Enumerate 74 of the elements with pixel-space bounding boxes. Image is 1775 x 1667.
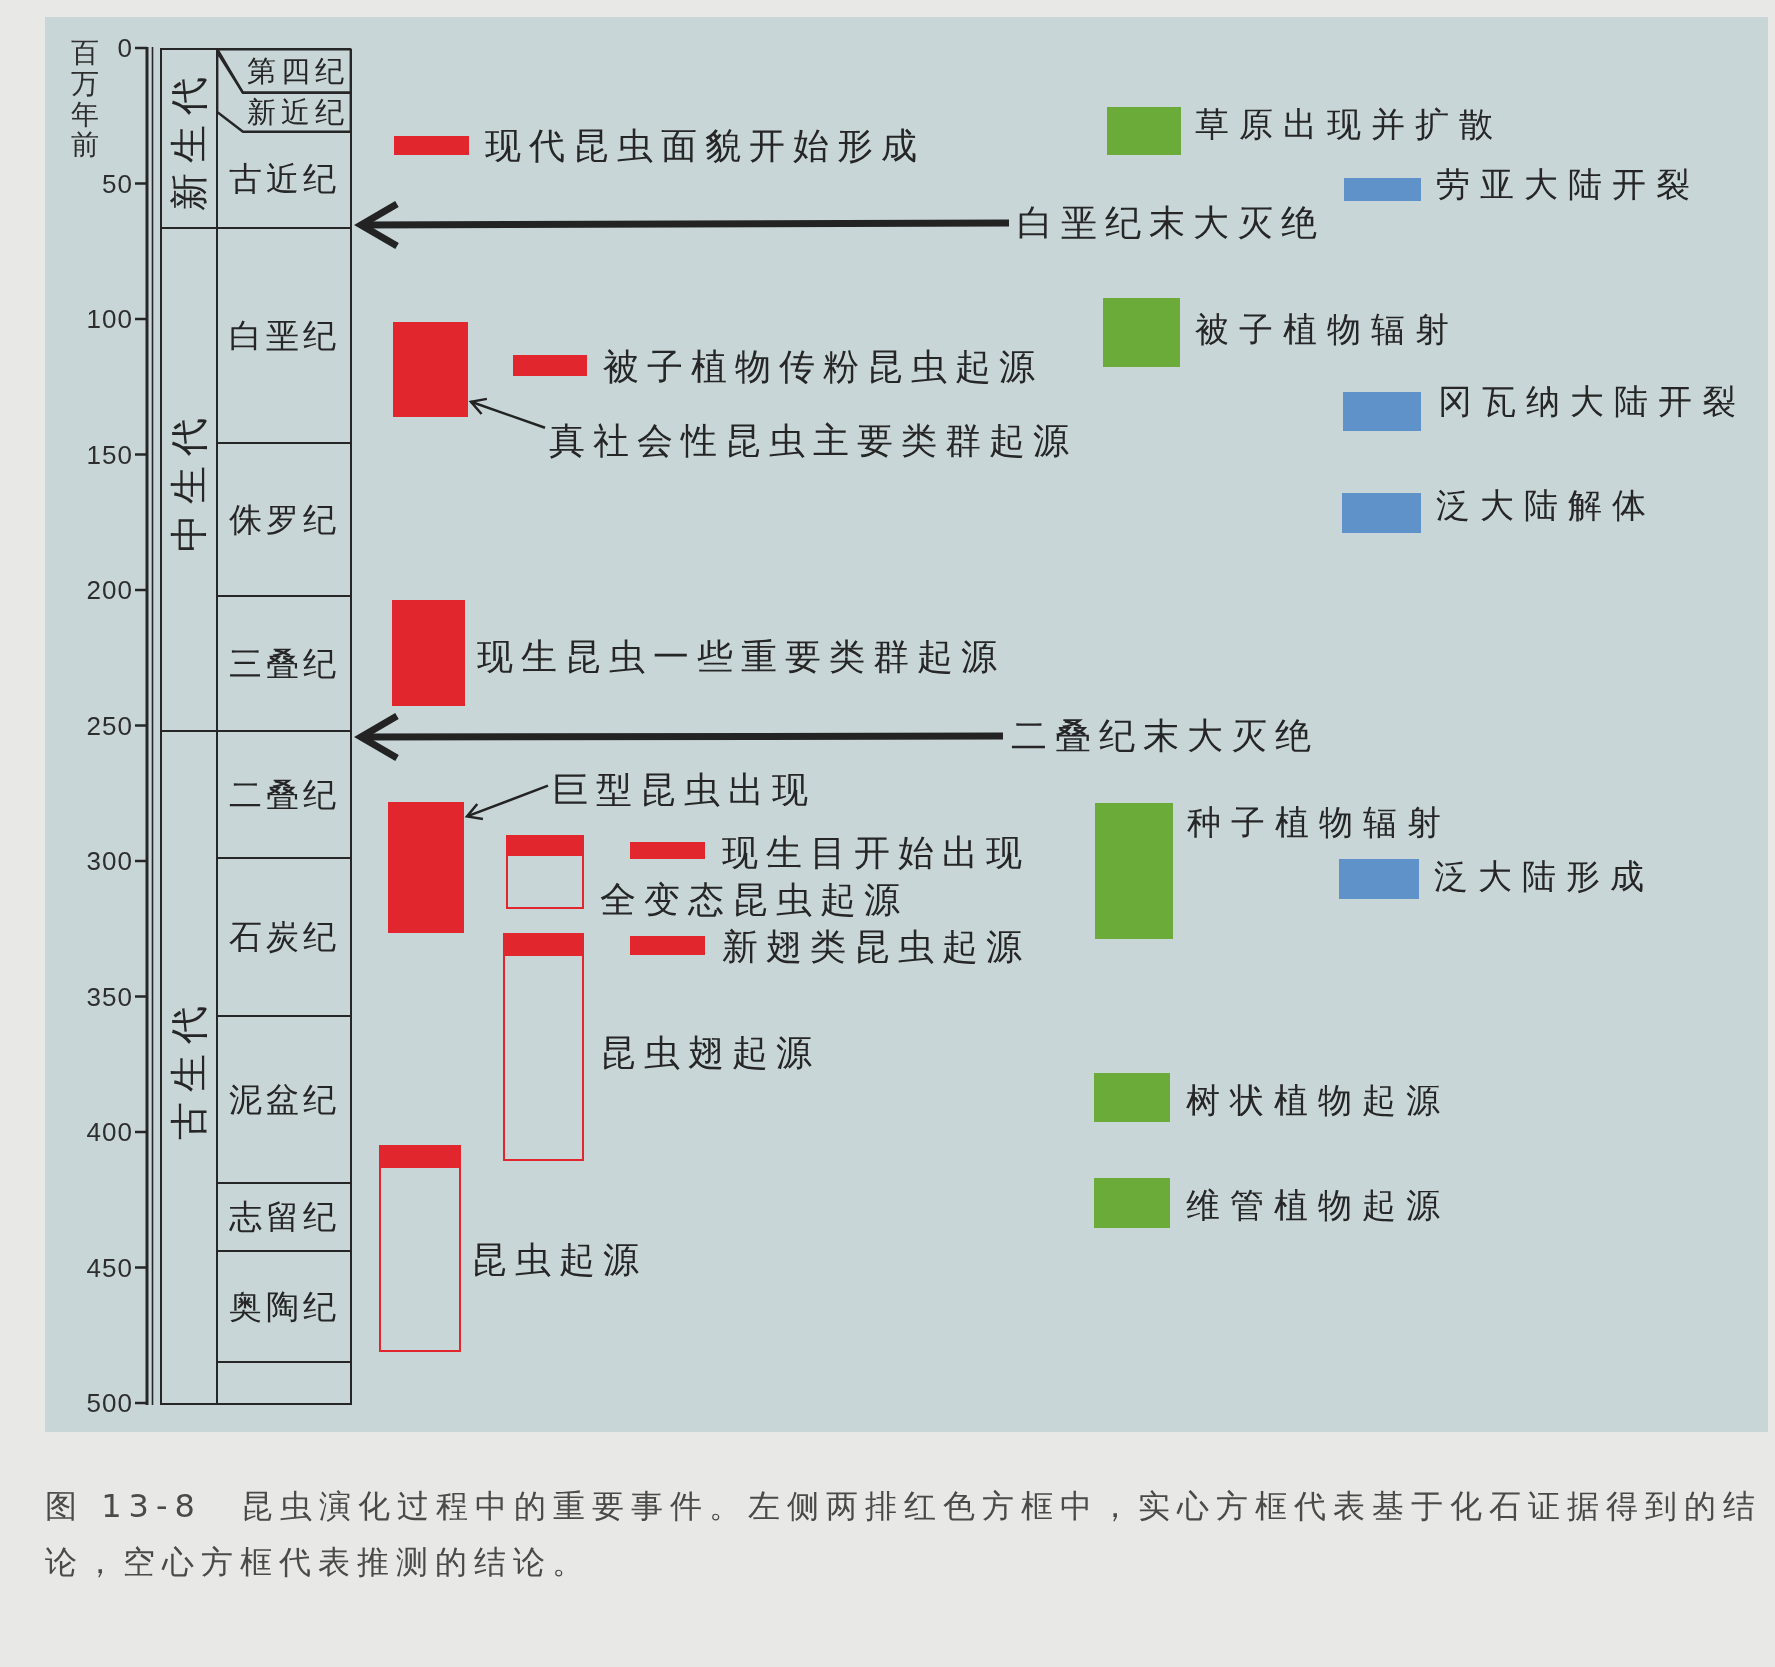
tick-label: 150 [86,439,133,470]
event-label: 树状植物起源 [1186,1079,1450,1122]
tick-label: 100 [86,304,133,334]
event-label: 泛大陆形成 [1434,855,1654,898]
figure-caption: 图 13-8 昆虫演化过程中的重要事件。左侧两排红色方框中，实心方框代表基于化石证据得到的结论，空心方框代表推测的结论。 [45,1486,1763,1583]
leader-arrow [469,397,546,429]
period-label: 新近纪 [246,95,349,130]
event-label: 现代昆虫面貌开始形成 [485,124,925,168]
event-bar [1103,298,1180,367]
event-label: 泛大陆解体 [1436,484,1656,527]
tick-label: 250 [86,710,133,741]
event-bar [1094,1073,1170,1122]
event-label: 新翅类昆虫起源 [722,925,1030,969]
callout-label: 真社会性昆虫主要类群起源 [549,419,1077,463]
era-label: 古生代 [170,995,208,1140]
event-label: 昆虫翅起源 [600,1031,820,1075]
era-label: 中生代 [170,407,208,552]
outlined-event-bar [506,835,584,909]
event-bar [392,600,465,706]
event-bar [1095,803,1173,939]
event-label: 草原出现并扩散 [1195,103,1503,146]
period-cell [216,1361,352,1405]
tick-label: 500 [86,1388,133,1418]
era-cell [160,48,218,229]
extinction-label: 二叠纪末大灭绝 [1011,714,1319,758]
outlined-event-bar [503,933,584,1161]
event-label: 冈瓦纳大陆开裂 [1438,380,1746,423]
tick-label: 0 [117,33,133,63]
tick-label: 400 [86,1117,133,1147]
period-label: 侏罗纪 [228,499,340,540]
period-label: 三叠纪 [228,643,340,684]
extinction-label: 白垩纪末大灭绝 [1017,201,1325,245]
event-label: 昆虫起源 [471,1238,647,1282]
event-label: 被子植物传粉昆虫起源 [603,345,1043,389]
event-bar [1343,392,1421,431]
event-label: 被子植物辐射 [1195,308,1459,351]
event-label: 种子植物辐射 [1187,801,1451,844]
event-bar [393,322,468,417]
event-label: 现生目开始出现 [722,831,1030,875]
period-label: 白垩纪 [228,315,340,356]
period-cell [216,48,352,94]
tick-label: 350 [86,981,133,1012]
event-bar [1339,859,1419,899]
event-bar [630,936,705,955]
event-bar [630,842,705,859]
tick-label: 200 [86,575,133,605]
callout-label: 巨型昆虫出现 [552,768,816,812]
era-cell [160,730,218,1405]
event-label: 现生昆虫一些重要类群起源 [477,635,1005,679]
event-bar [1342,493,1421,533]
event-bar [1107,107,1181,155]
era-label: 新生代 [170,66,208,211]
event-label: 维管植物起源 [1186,1184,1450,1227]
period-label: 泥盆纪 [228,1079,340,1120]
outlined-event-bar [379,1145,461,1352]
period-cell [216,51,352,133]
axis-title: 百万年前 [71,38,99,162]
event-bar [394,136,469,155]
leader-arrow [465,784,549,821]
event-label: 劳亚大陆开裂 [1436,163,1700,206]
tick-label: 50 [102,168,133,199]
period-label: 石炭纪 [228,917,340,957]
period-label: 二叠纪 [228,774,340,815]
event-bar [1344,178,1421,201]
tick-label: 450 [86,1252,133,1283]
period-label: 第四纪 [246,53,349,89]
period-label: 志留纪 [228,1197,340,1237]
event-bar [1094,1178,1170,1228]
period-label: 奥陶纪 [228,1286,340,1327]
event-label: 全变态昆虫起源 [600,878,908,922]
event-bar [388,802,464,933]
event-bar [513,355,587,376]
tick-label: 300 [86,846,133,876]
period-label: 古近纪 [228,159,340,199]
